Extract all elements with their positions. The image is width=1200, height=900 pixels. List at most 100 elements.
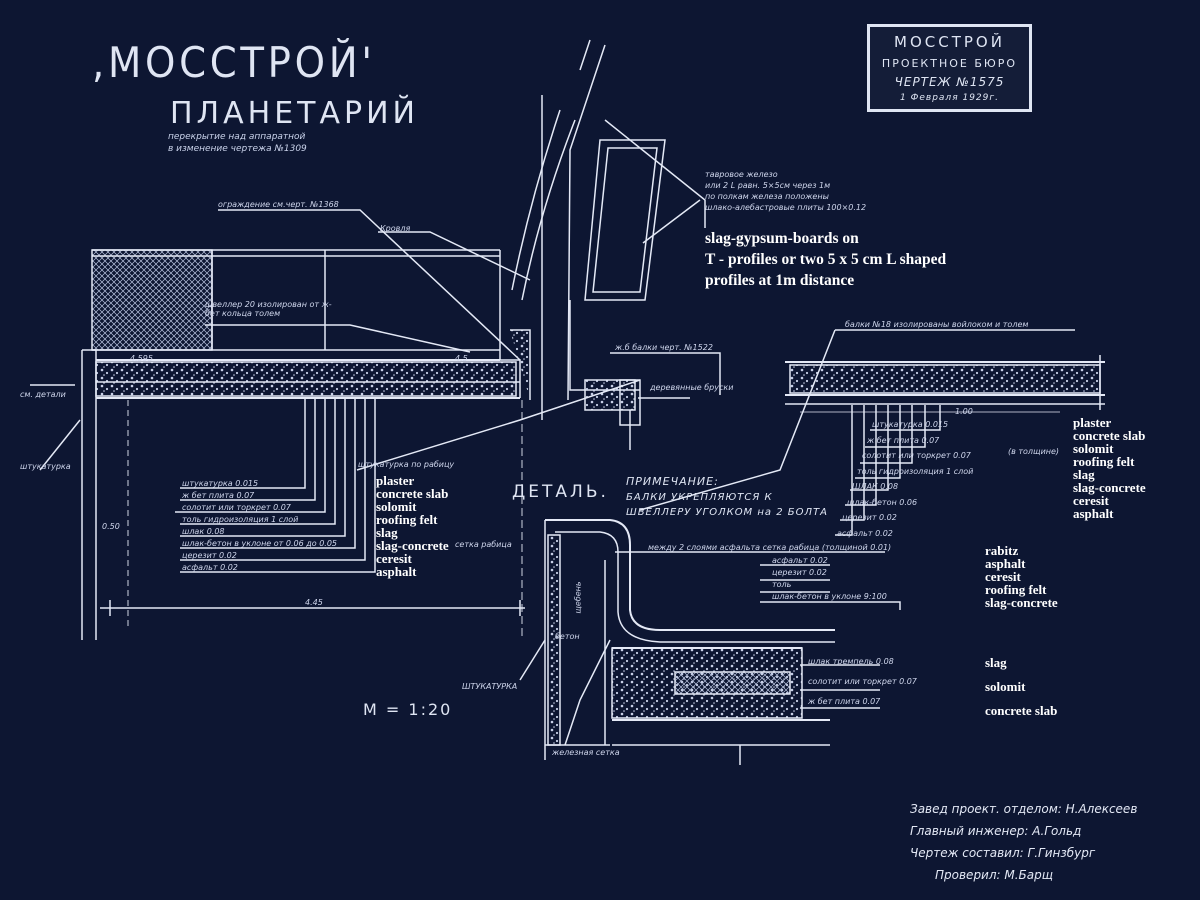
right-layer-en: asphalt bbox=[1073, 506, 1114, 521]
right-layer-extra: (в толщине) bbox=[1008, 447, 1060, 456]
stamp-line-3: ЧЕРТЕЖ №1575 bbox=[894, 75, 1005, 89]
detail-title: ДЕТАЛЬ. bbox=[512, 482, 609, 502]
subtitle-note-1: перекрытие над аппаратной bbox=[168, 132, 306, 142]
right-layer-ru: асфальт 0.02 bbox=[837, 528, 893, 538]
note-line-2: ШВЕЛЛЕРУ УГОЛКОМ на 2 БОЛТА bbox=[626, 507, 828, 518]
signature-2: Главный инженер: А.Гольд bbox=[910, 824, 1082, 838]
detail-lower-ru: ж бет плита 0.07 bbox=[808, 697, 881, 706]
right-dim: 1.00 bbox=[955, 407, 973, 416]
elevation-left: 4.595 bbox=[130, 354, 153, 363]
top-note-en: slag-gypsum-boards on T - profiles or two… bbox=[705, 228, 946, 291]
left-layer-en: concrete slab bbox=[376, 486, 449, 501]
right-layer-en: slag-concrete bbox=[1073, 480, 1146, 495]
subtitle-note-2: в изменение чертежа №1309 bbox=[168, 144, 307, 154]
detail-lower-ru: шлак тремпель 0.08 bbox=[808, 657, 894, 666]
stamp-line-1: МОССТРОЙ bbox=[894, 33, 1005, 51]
detail-note-ru: между 2 слоями асфальта сетка рабица (то… bbox=[648, 543, 892, 552]
left-layer-ru: солотит или торкрет 0.07 bbox=[182, 503, 291, 512]
detail-bottom-label: железная сетка bbox=[552, 748, 620, 757]
detail-lower-en: solomit bbox=[985, 679, 1026, 694]
right-layer-ru: штукатурка 0.015 bbox=[872, 420, 949, 429]
drawing-title: ,МОССТРОЙ' bbox=[92, 38, 376, 87]
signature-1: Завед проект. отделом: Н.Алексеев bbox=[910, 802, 1138, 816]
detail-side-label-2: бетон bbox=[555, 632, 580, 641]
right-layer-ru: ж бет плита 0.07 bbox=[867, 435, 940, 445]
beam-ref-label: ж.б балки черт. №1522 bbox=[615, 343, 713, 352]
detail-lower-ru: солотит или торкрет 0.07 bbox=[808, 677, 917, 686]
railing-hatch bbox=[91, 249, 213, 351]
detail-layer-ru: церезит 0.02 bbox=[772, 568, 827, 577]
plaster-rabitz-label: штукатурка по рабицу bbox=[358, 460, 455, 469]
right-layer-ru: солотит или торкрет 0.07 bbox=[862, 451, 971, 460]
detail-layer-en: rabitz bbox=[985, 543, 1019, 558]
top-note-ru-line: шлако-алебастровые плиты 100×0.12 bbox=[705, 203, 867, 212]
left-slab bbox=[95, 361, 517, 397]
right-beam-ref: балки №18 изолированы войлоком и толем bbox=[845, 320, 1029, 329]
railing-label: ограждение см.черт. №1368 bbox=[218, 200, 339, 209]
right-slab bbox=[789, 364, 1101, 394]
left-layer-ru: церезит 0.02 bbox=[182, 551, 237, 560]
left-layer-en: ceresit bbox=[376, 551, 412, 566]
top-note-en-line: T - profiles or two 5 x 5 cm L shaped bbox=[705, 251, 947, 268]
left-layer-ru: штукатурка 0.015 bbox=[182, 479, 259, 488]
right-layer-ru: шлак-бетон 0.06 bbox=[847, 497, 918, 507]
roof-label: Кровля bbox=[380, 224, 411, 233]
detail-layer-ru: шлак-бетон в уклоне 9:100 bbox=[772, 592, 887, 601]
detail-layer-ru: толь bbox=[772, 580, 792, 589]
right-layer-ru: ШЛАК 0.08 bbox=[852, 482, 899, 491]
right-layer-en: roofing felt bbox=[1073, 454, 1135, 469]
detail-rabitz-ru: сетка рабица bbox=[455, 540, 512, 549]
top-note-en-line: slag-gypsum-boards on bbox=[705, 230, 859, 247]
left-layer-en: slag bbox=[376, 525, 398, 540]
right-layer-ru: церезит 0.02 bbox=[842, 513, 897, 522]
right-layer-en: slag bbox=[1073, 467, 1095, 482]
left-layer-ru: шлак-бетон в уклоне от 0.06 до 0.05 bbox=[182, 539, 337, 548]
note-heading: ПРИМЕЧАНИЕ: bbox=[626, 475, 719, 488]
scale-label: М = 1:20 bbox=[363, 700, 453, 719]
right-layer-en: concrete slab bbox=[1073, 428, 1146, 443]
detail-layer-en: roofing felt bbox=[985, 582, 1047, 597]
detail-layer-en: slag-concrete bbox=[985, 595, 1058, 610]
dim-vertical: 0.50 bbox=[102, 522, 120, 531]
detail-plaster-label: ШТУКАТУРКА bbox=[462, 682, 518, 691]
note-line-1: БАЛКИ УКРЕПЛЯЮТСЯ К bbox=[626, 492, 773, 503]
left-layer-en: solomit bbox=[376, 499, 417, 514]
top-note-en-line: profiles at 1m distance bbox=[705, 272, 855, 289]
detail-side-label: щебень bbox=[573, 581, 583, 614]
right-layer-ru: толь гидроизоляция 1 слой bbox=[857, 466, 974, 476]
signature-4: Проверил: М.Барщ bbox=[935, 868, 1054, 882]
detail-layer-en: asphalt bbox=[985, 556, 1026, 571]
detail-lower-en: concrete slab bbox=[985, 703, 1058, 718]
top-note-ru-line: по полкам железа положены bbox=[705, 192, 829, 201]
detail-layer-ru: асфальт 0.02 bbox=[772, 556, 828, 565]
detail-lower-en: slag bbox=[985, 655, 1007, 670]
stamp-line-4: 1 Февраля 1929г. bbox=[900, 93, 999, 103]
left-layer-ru: асфальт 0.02 bbox=[182, 563, 238, 572]
detail-upper-form bbox=[545, 519, 835, 631]
stamp-line-2: ПРОЕКТНОЕ БЮРО bbox=[881, 57, 1018, 70]
signature-3: Чертеж составил: Г.Гинзбург bbox=[910, 846, 1096, 860]
left-layer-en: plaster bbox=[376, 473, 415, 488]
left-layer-ru: ж бет плита 0.07 bbox=[182, 491, 255, 500]
left-layer-en: asphalt bbox=[376, 564, 417, 579]
left-layer-ru: толь гидроизоляция 1 слой bbox=[182, 515, 299, 524]
plaster-side-label: штукатурка bbox=[20, 462, 71, 471]
drawing-subtitle: ПЛАНЕТАРИЙ bbox=[170, 96, 419, 131]
detail-ref-label: см. детали bbox=[20, 390, 66, 399]
left-layer-en: slag-concrete bbox=[376, 538, 449, 553]
top-note-ru-line: тавровое железо bbox=[705, 170, 778, 179]
right-layer-en: plaster bbox=[1073, 415, 1112, 430]
right-layer-en: ceresit bbox=[1073, 493, 1109, 508]
wood-ref-label: деревянные бруски bbox=[650, 383, 734, 392]
right-layer-en: solomit bbox=[1073, 441, 1114, 456]
dim-horizontal: 4.45 bbox=[305, 598, 323, 607]
channel-label: швеллер 20 изолирован от ж-бет кольца то… bbox=[205, 300, 332, 318]
detail-layer-en: ceresit bbox=[985, 569, 1021, 584]
top-note-ru-line: или 2 L равн. 5×5см через 1м bbox=[705, 181, 831, 190]
detail-lower-list-en: slag solomit concrete slab bbox=[985, 656, 1057, 728]
office-stamp: МОССТРОЙ ПРОЕКТНОЕ БЮРО ЧЕРТЕЖ №1575 1 Ф… bbox=[867, 24, 1032, 112]
